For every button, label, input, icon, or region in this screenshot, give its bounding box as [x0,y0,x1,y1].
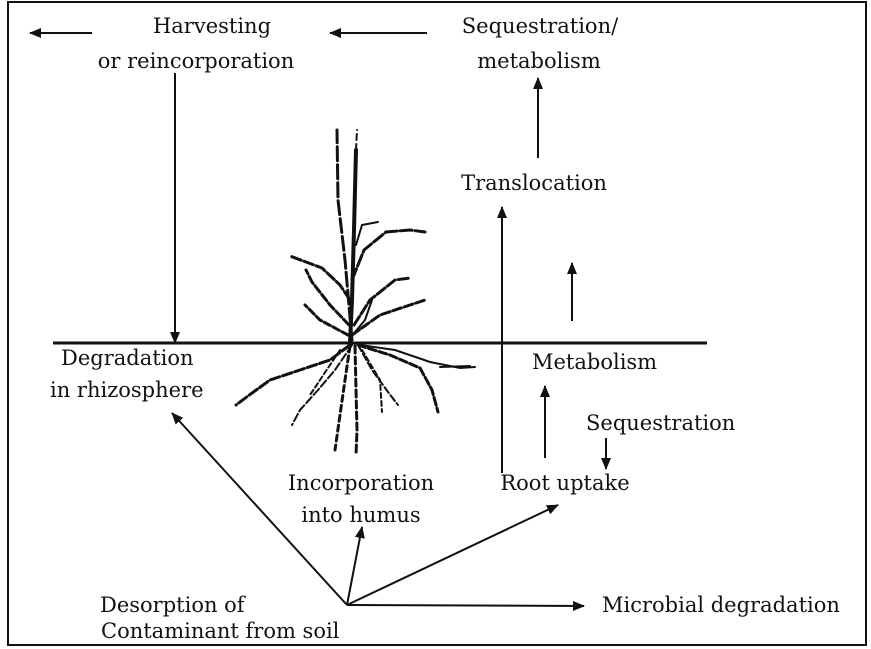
label-harvesting-line2: or reincorporation [98,49,294,73]
label-harvesting-line1: Harvesting [153,14,271,38]
label-sequestration-metabolism-line2: metabolism [477,49,601,73]
plant-shoot [290,130,425,343]
label-incorporation-line2: into humus [301,503,420,527]
label-microbial-degradation: Microbial degradation [602,593,840,617]
plant-roots [236,345,475,455]
arrow-to-incorporation [347,527,362,605]
label-degradation-line1: Degradation [61,346,194,370]
diagram-border [8,2,866,645]
label-metabolism: Metabolism [532,350,657,374]
label-root-uptake: Root uptake [500,471,629,495]
label-sequestration-metabolism-line1: Sequestration/ [462,14,619,38]
label-desorption-line1: Desorption of [100,593,247,617]
label-degradation-line2: in rhizosphere [50,378,204,402]
label-translocation: Translocation [461,171,607,195]
arrow-to-microbial [347,605,584,606]
label-sequestration: Sequestration [586,411,735,435]
label-incorporation-line1: Incorporation [288,471,434,495]
label-desorption-line2: Contaminant from soil [101,619,340,643]
